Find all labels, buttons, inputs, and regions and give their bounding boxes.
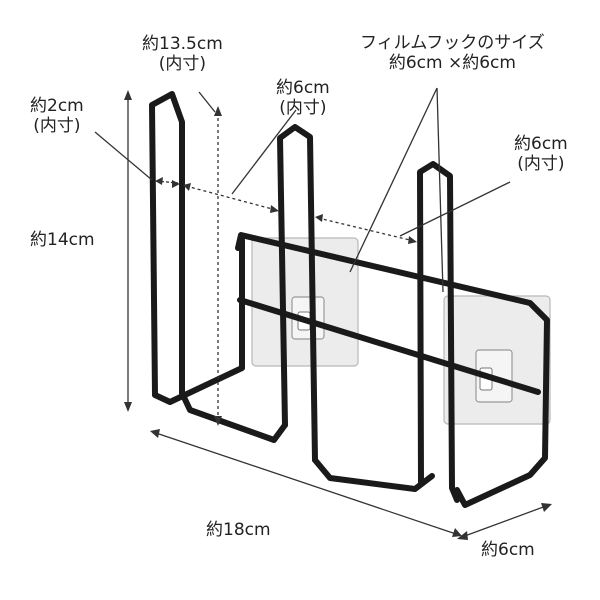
film-hook-pad-right <box>443 295 551 425</box>
depth-dimension-line <box>461 505 547 538</box>
slot1-leader <box>231 109 297 195</box>
total-height-label: 約14cm <box>30 230 95 250</box>
slot1-width-note: (内寸) <box>279 98 327 118</box>
slot2-width-label: 約6cm (内寸) <box>514 134 568 174</box>
film-hook-leader-right <box>436 87 444 293</box>
film-hook-leader-left <box>349 87 438 273</box>
inner-height-leader <box>198 91 216 113</box>
dimension-lines <box>94 87 547 538</box>
depth-label: 約6cm <box>481 540 535 560</box>
front-gap-leader <box>94 131 153 181</box>
front-gap-note: (内寸) <box>33 116 81 136</box>
slot2-width-note: (内寸) <box>517 154 565 174</box>
front-gap-label: 約2cm (内寸) <box>30 96 84 136</box>
width-dimension-line <box>155 432 457 535</box>
film-hook-size-label: フィルムフックのサイズ 約6cm ×約6cm <box>360 33 545 73</box>
film-hook-title: フィルムフックのサイズ <box>360 33 545 53</box>
slot2-width-value: 約6cm <box>514 134 568 154</box>
wire-frame <box>149 91 550 508</box>
total-width-label: 約18cm <box>206 520 271 540</box>
inner-height-note: (内寸) <box>158 54 207 74</box>
slot2-leader <box>399 181 511 237</box>
slot2-dimension-line <box>317 217 415 242</box>
slot1-width-value: 約6cm <box>276 78 330 98</box>
inner-height-label: 約13.5cm (内寸) <box>142 34 223 74</box>
front-gap-dimension-line <box>155 180 179 184</box>
film-hook-dimensions: 約6cm ×約6cm <box>388 53 516 73</box>
slot1-width-label: 約6cm (内寸) <box>276 78 330 118</box>
arrowheads <box>124 90 552 540</box>
front-gap-value: 約2cm <box>30 96 84 116</box>
inner-height-value: 約13.5cm <box>142 34 223 54</box>
slot1-dimension-line <box>185 185 277 211</box>
